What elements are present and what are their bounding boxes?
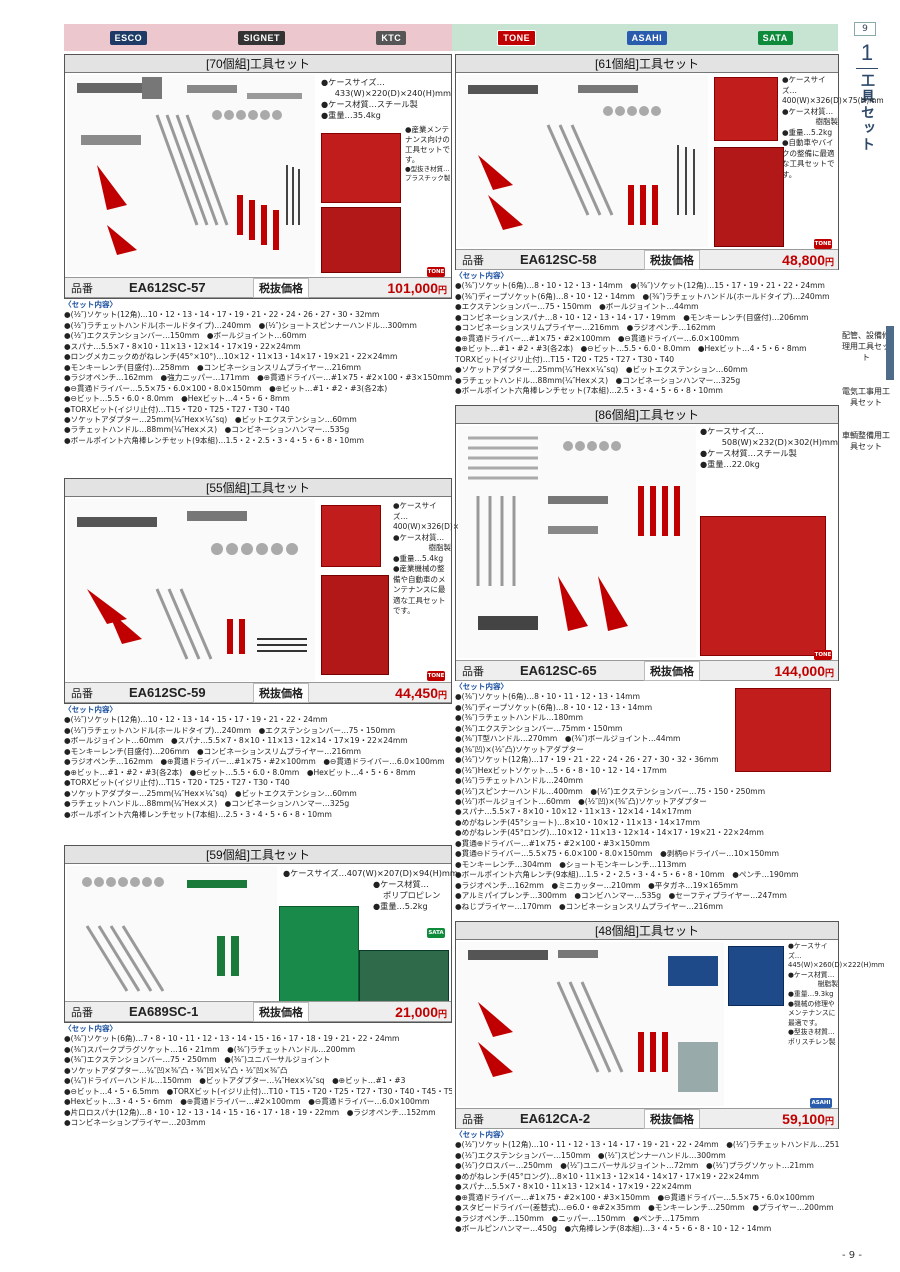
set-70-note: ●産業メンテナンス向けの工具セットです。 ●型抜き材質…プラスチック製	[405, 125, 451, 182]
asahi-logo: ASAHI	[626, 30, 668, 45]
page-index-box: 9	[854, 22, 876, 36]
set-48-brand-tag: ASAHI	[810, 1098, 832, 1108]
set-70-title: [70個組]工具セット	[65, 55, 451, 73]
set-55-specs: ●ケースサイズ… 400(W)×326(D)×75(H)mm ●ケース材質… 樹…	[393, 501, 495, 615]
set-48-section: [48個組]工具セット ●ケースサイズ… 445(W)×260(D)×222(H…	[455, 921, 885, 1129]
sidebar-item-vehicle[interactable]: 車輌整備用工具セット	[842, 431, 890, 451]
set-55-brand-tag: TONE	[427, 671, 445, 681]
set-61-code: EA612SC-58	[520, 252, 597, 267]
tools-illustration	[77, 77, 302, 255]
set-86-drawer-photo	[735, 688, 831, 772]
signet-logo: SIGNET	[238, 30, 285, 45]
set-61-section: [61個組]工具セット ●ケースサイズ… 400(W)×326(D)×75(H)…	[455, 54, 884, 270]
brand-bar-right: TONE ASAHI SATA	[452, 24, 838, 51]
set-59-case-photo	[279, 906, 359, 1002]
set-61-tray-photo	[714, 147, 784, 247]
set-61-specs: ●ケースサイズ… 400(W)×326(D)×75(H)mm ●ケース材質… 樹…	[782, 75, 884, 179]
set-55-section: [55個組]工具セット ●ケースサイズ… 400(W)×326(D)×75(H)…	[64, 478, 495, 704]
set-59-section: [59個組]工具セット ●ケースサイズ…407(W)×207(D)×94(H)m…	[64, 845, 458, 1023]
set-55-code: EA612SC-59	[129, 685, 206, 700]
set-86-section: [86個組]工具セット ●ケースサイズ… 508(W)×232(D)×302(H…	[455, 405, 839, 681]
set-55-photo	[67, 499, 315, 681]
set-55-tray-photo	[321, 575, 389, 675]
set-59-contents: 〈セット内容〉 ●(⅜″)ソケット(6角)…7・8・10・11・12・13・14…	[64, 1024, 452, 1128]
category-tab: 1 工具セット	[852, 40, 882, 160]
set-70-price-bar: 品番 EA612SC-57 税抜価格 101,000円	[65, 277, 451, 298]
set-55-price: 44,450円	[395, 684, 447, 701]
set-86-chest-photo	[700, 516, 826, 656]
set-55-contents: 〈セット内容〉 ●(½″)ソケット(12角)…10・12・13・14・15・17…	[64, 705, 445, 819]
brand-bar-left: ESCO SIGNET KTC	[64, 24, 452, 51]
set-48-case-photo	[728, 946, 784, 1006]
page-number: - 9 -	[842, 1250, 862, 1261]
set-48-title: [48個組]工具セット	[456, 922, 838, 940]
set-70-price: 101,000円	[387, 279, 447, 296]
set-86-title: [86個組]工具セット	[456, 406, 838, 424]
set-86-code: EA612SC-65	[520, 663, 597, 678]
set-48-contents: 〈セット内容〉 ●(½″)ソケット(12角)…10・11・12・13・14・17…	[455, 1130, 839, 1234]
set-61-contents: 〈セット内容〉 ●(⅜″)ソケット(6角)…8・10・12・13・14mm ●(…	[455, 271, 830, 395]
sidebar-item-plumbing[interactable]: 配管、設備修理用工具セット	[842, 331, 890, 362]
set-48-specs: ●ケースサイズ… 445(W)×260(D)×222(H)mm ●ケース材質… …	[788, 942, 885, 1046]
set-59-brand-tag: SATA	[427, 928, 445, 938]
set-59-price-bar: 品番 EA689SC-1 税抜価格 21,000円	[65, 1001, 451, 1022]
set-59-price: 21,000円	[395, 1003, 447, 1020]
set-70-section: [70個組]工具セット ●ケースサイズ… 433(W)×220(D)×240(H…	[64, 54, 452, 299]
set-48-photo	[458, 942, 724, 1106]
tools-illustration	[468, 436, 680, 631]
set-86-price: 144,000円	[774, 662, 834, 679]
set-61-photo	[458, 75, 708, 247]
set-61-price-bar: 品番 EA612SC-58 税抜価格 48,800円	[456, 249, 838, 270]
sidebar-active-marker	[886, 326, 894, 380]
tools-illustration	[468, 950, 718, 1092]
set-86-contents: 〈セット内容〉 ●(⅜″)ソケット(6角)…8・10・11・12・13・14mm…	[455, 682, 799, 911]
set-70-specs: ●ケースサイズ… 433(W)×220(D)×240(H)mm ●ケース材質…ス…	[321, 77, 451, 120]
set-59-code: EA689SC-1	[129, 1004, 199, 1019]
tools-illustration	[82, 877, 247, 992]
set-55-price-bar: 品番 EA612SC-59 税抜価格 44,450円	[65, 682, 451, 703]
sidebar-item-electrical[interactable]: 電気工事用工具セット	[842, 387, 890, 407]
set-55-title: [55個組]工具セット	[65, 479, 451, 497]
set-59-case-lid-photo	[359, 950, 449, 1002]
set-70-code: EA612SC-57	[129, 280, 206, 295]
set-86-specs: ●ケースサイズ… 508(W)×232(D)×302(H)mm ●ケース材質…ス…	[700, 426, 838, 469]
set-61-price: 48,800円	[782, 251, 834, 268]
set-70-brand-tag: TONE	[427, 267, 445, 277]
set-48-price: 59,100円	[782, 1110, 834, 1127]
set-61-brand-tag: TONE	[814, 239, 832, 249]
set-59-photo	[67, 866, 277, 1000]
tools-illustration	[468, 85, 695, 230]
tools-illustration	[77, 511, 307, 660]
set-70-contents: 〈セット内容〉 ●(½″)ソケット(12角)…10・12・13・14・17・19…	[64, 300, 452, 445]
set-86-price-bar: 品番 EA612SC-65 税抜価格 144,000円	[456, 660, 838, 681]
set-48-code: EA612CA-2	[520, 1111, 591, 1126]
set-70-case-photo	[321, 133, 401, 203]
ktc-logo: KTC	[376, 30, 407, 45]
set-55-case-photo	[321, 505, 381, 567]
category-number: 1	[860, 40, 874, 65]
tone-logo: TONE	[497, 29, 537, 46]
set-59-specs: ●ケースサイズ…407(W)×207(D)×94(H)mm ●ケース材質… ポリ…	[283, 868, 458, 911]
set-70-tray-photo	[321, 207, 401, 273]
set-61-case-photo	[714, 77, 778, 141]
sata-logo: SATA	[757, 30, 793, 45]
category-title: 工具セット	[859, 73, 875, 153]
set-48-price-bar: 品番 EA612CA-2 税抜価格 59,100円	[456, 1108, 838, 1129]
set-86-photo	[458, 426, 696, 658]
esco-logo: ESCO	[109, 30, 148, 45]
set-70-photo	[67, 75, 315, 275]
set-59-title: [59個組]工具セット	[65, 846, 451, 864]
set-86-brand-tag: TONE	[814, 650, 832, 660]
set-61-title: [61個組]工具セット	[456, 55, 838, 73]
